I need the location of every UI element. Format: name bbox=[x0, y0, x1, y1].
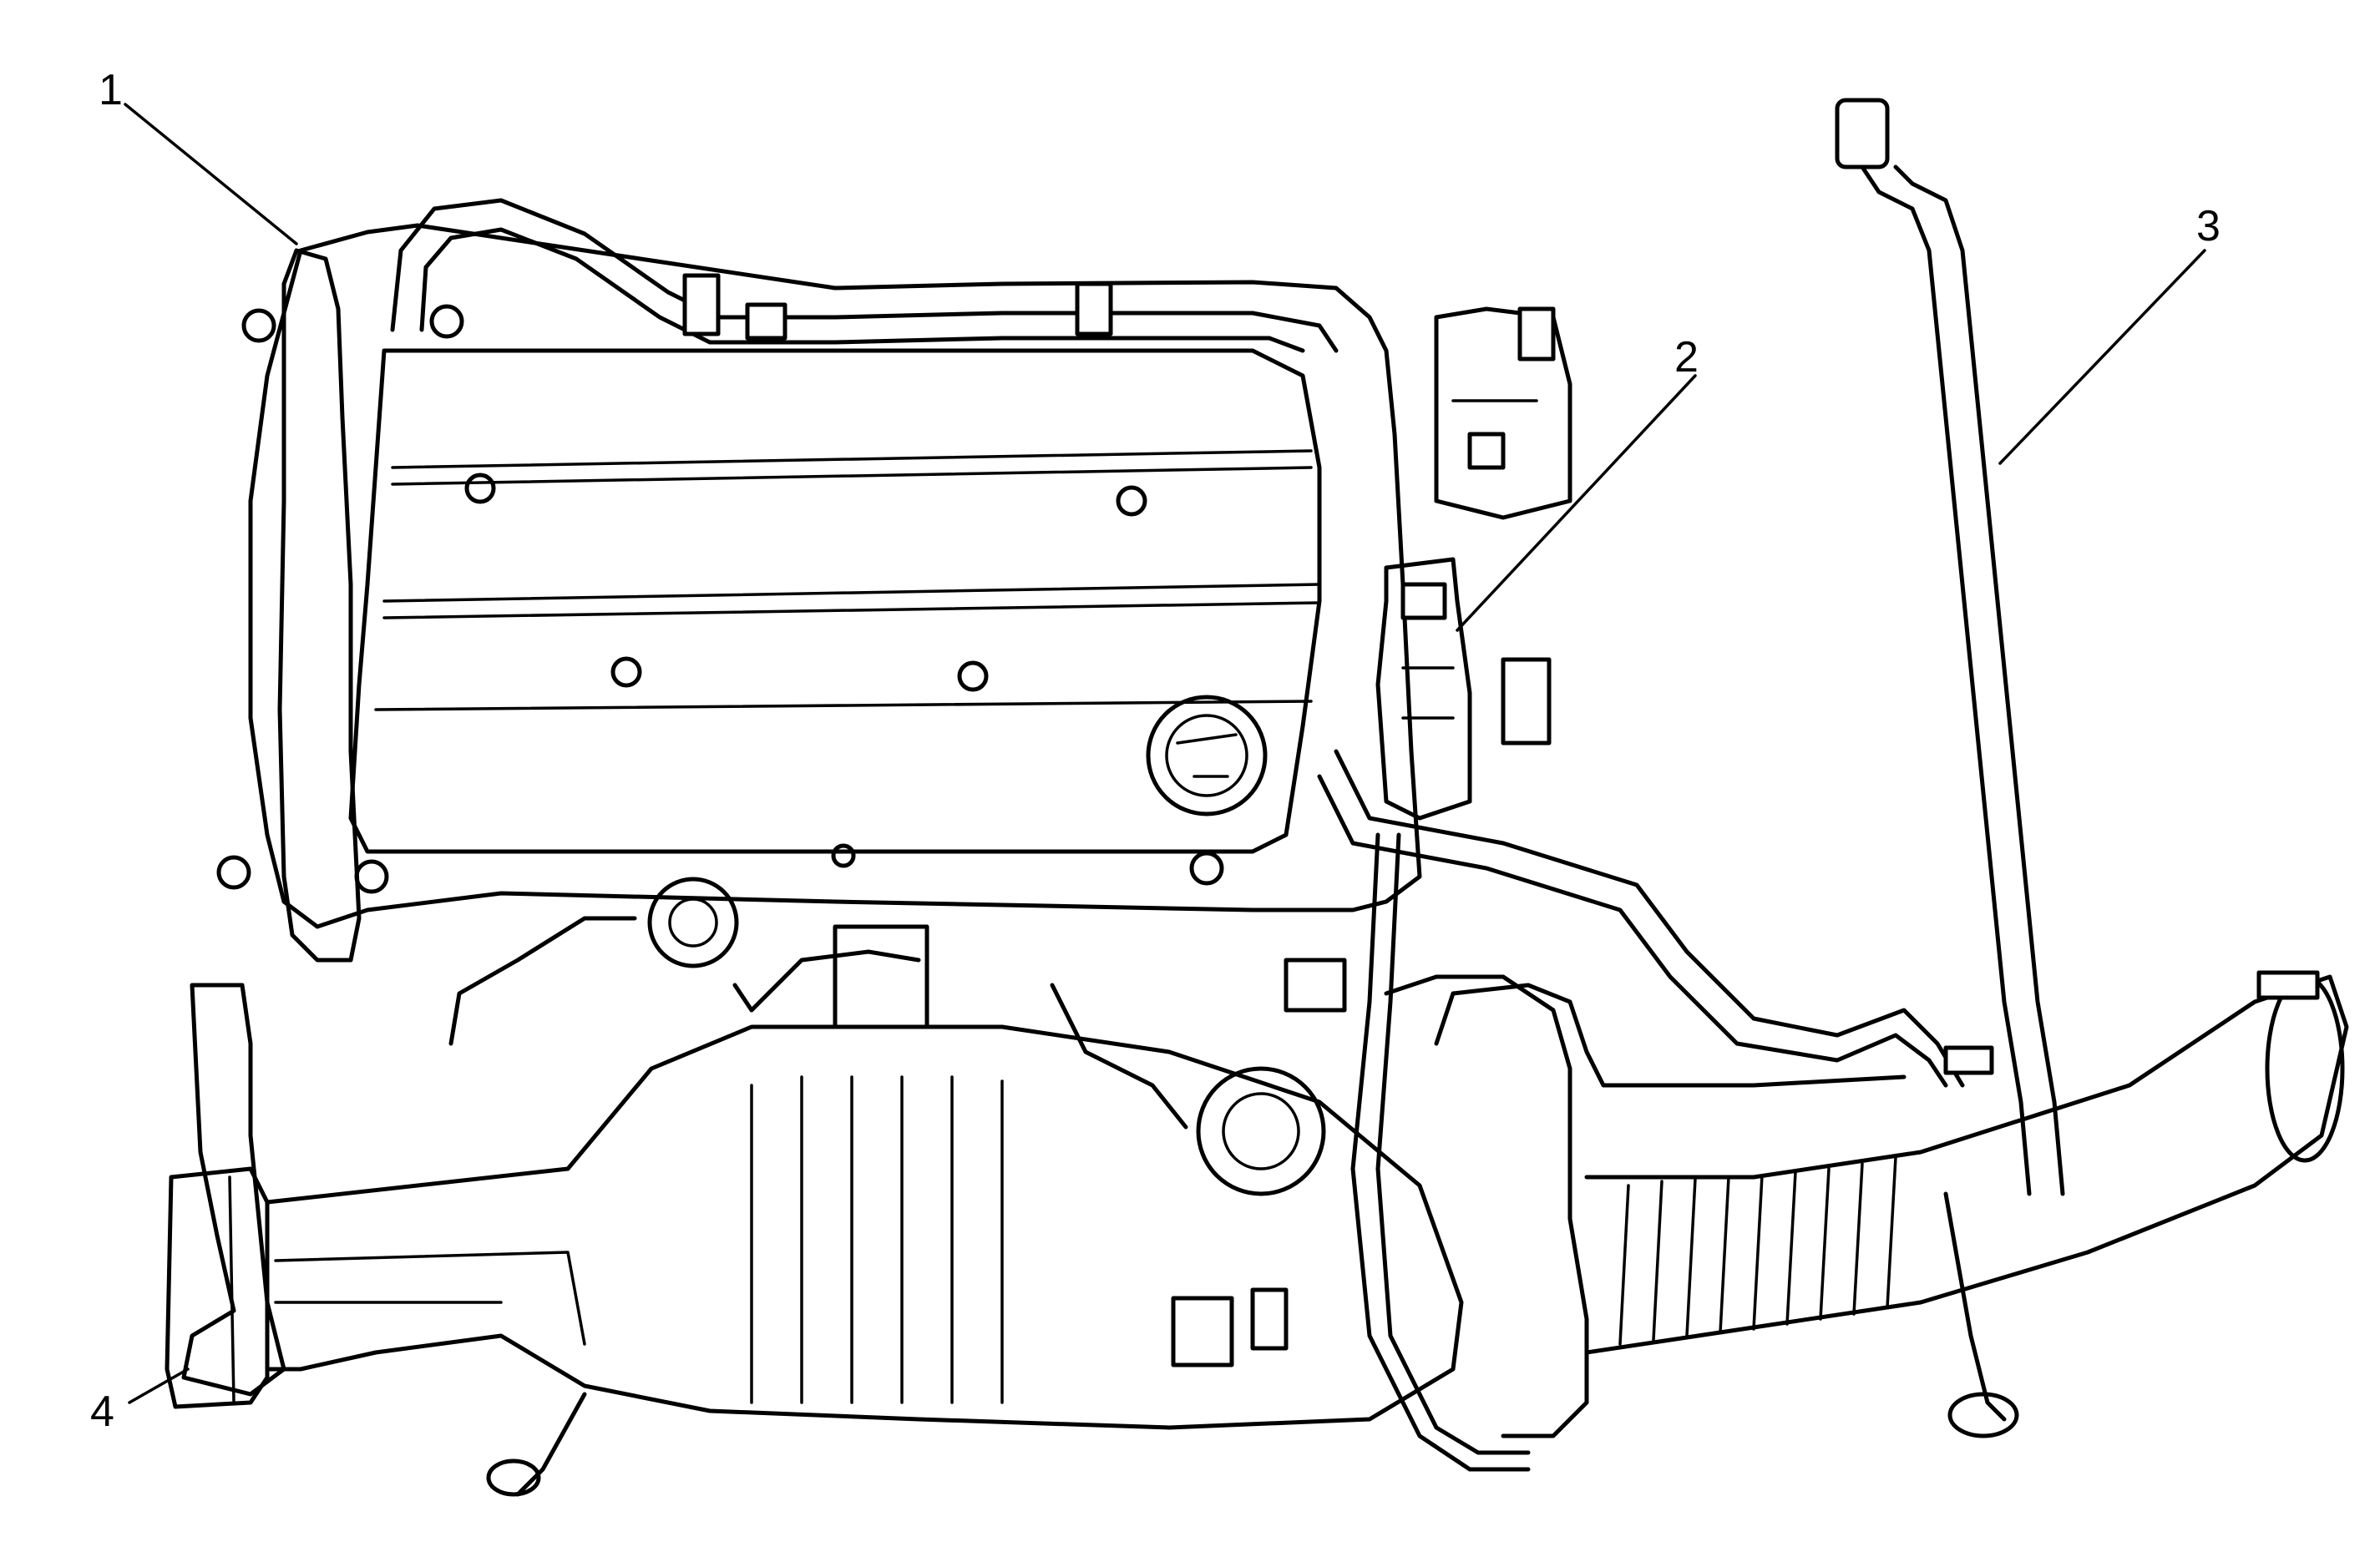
callout-1: 1 bbox=[99, 66, 123, 114]
callout-2: 2 bbox=[1674, 333, 1699, 382]
callout-4: 4 bbox=[90, 1388, 114, 1436]
leader-line-2 bbox=[1456, 374, 1697, 632]
valve-cover bbox=[216, 198, 1422, 929]
air-intake-duct bbox=[1317, 749, 2349, 1438]
supercharger bbox=[265, 832, 1531, 1497]
vent-tube bbox=[1835, 98, 2065, 1438]
sensor-assembly bbox=[1375, 306, 1572, 821]
leader-line-1 bbox=[124, 103, 298, 245]
leader-lines bbox=[124, 103, 2206, 1404]
leader-line-3 bbox=[1998, 249, 2206, 465]
leader-line-4 bbox=[128, 1367, 190, 1404]
callout-3: 3 bbox=[2196, 202, 2220, 250]
left-end bbox=[165, 248, 362, 1409]
